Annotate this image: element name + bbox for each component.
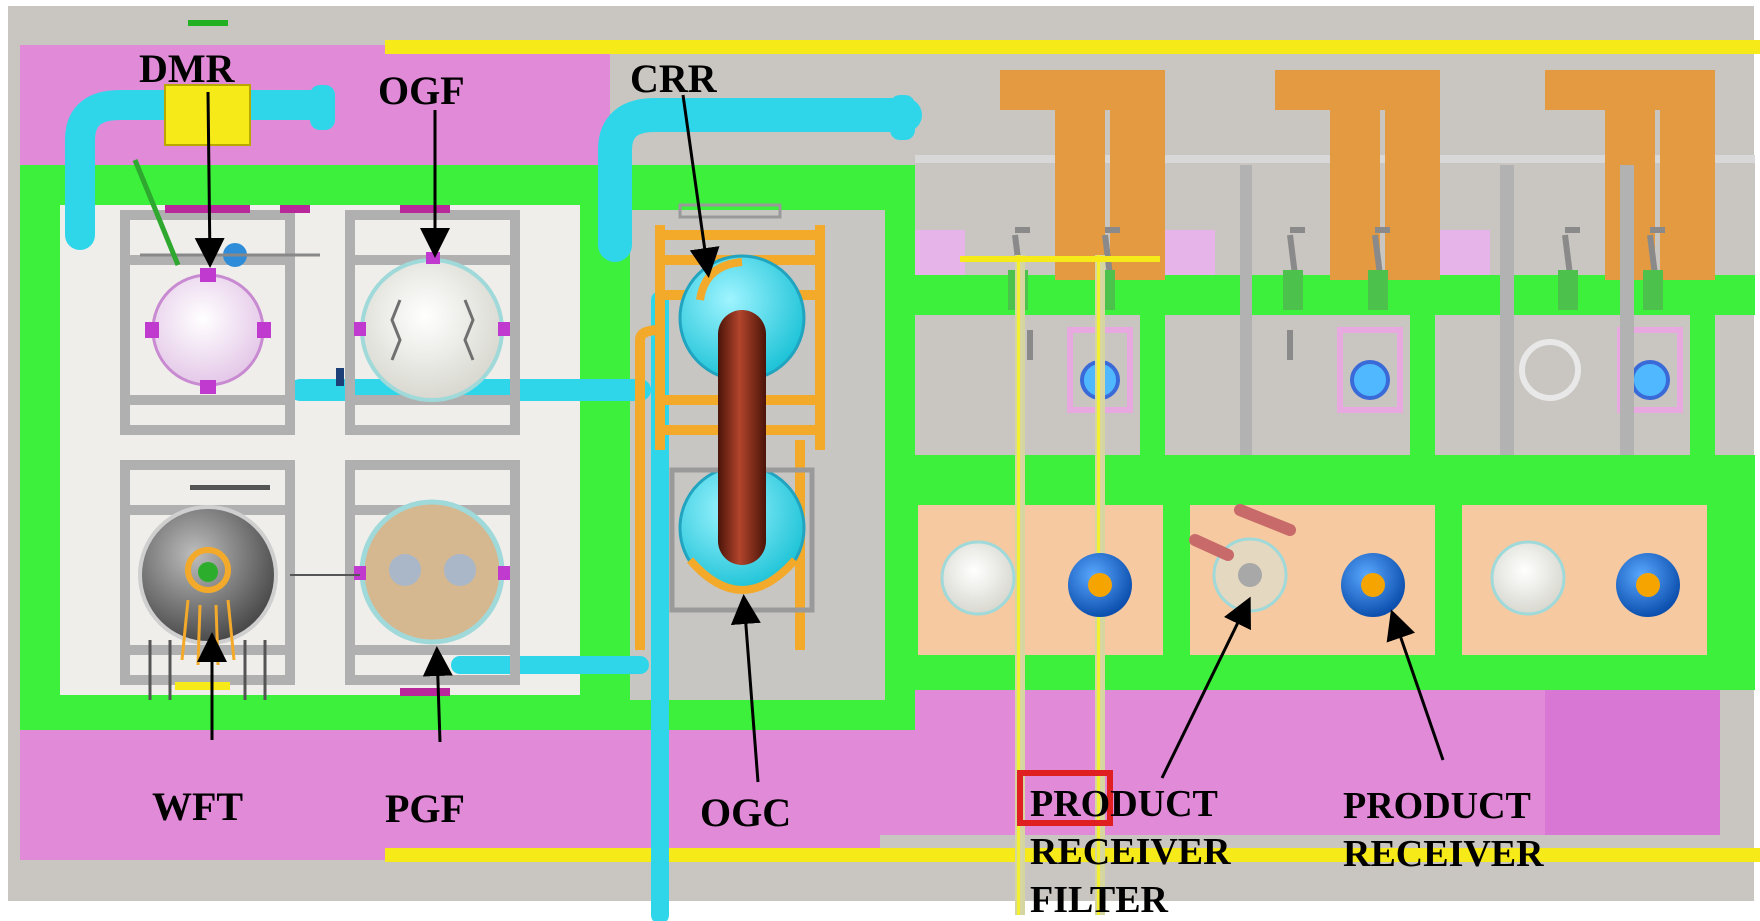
arrow-ogc [730, 594, 761, 783]
dmr-vessel [151, 273, 265, 387]
magenta-zones [20, 45, 1720, 860]
label-ogc: OGC [700, 790, 791, 835]
arrow-pgf [422, 646, 453, 743]
orange-hoppers [1000, 70, 1715, 280]
arrow-prf [1160, 596, 1251, 779]
crr-top-frame [678, 203, 782, 219]
label-prf-line2: RECEIVER [1030, 831, 1231, 873]
left-green-frame [20, 165, 610, 730]
ogf-internals [390, 299, 475, 361]
wft-core [198, 562, 218, 582]
support-posts [1240, 165, 1634, 455]
ogf-nozzle [336, 368, 344, 386]
label-pr-line1: PRODUCT [1343, 785, 1531, 827]
label-crr: CRR [630, 56, 718, 101]
pgf-lugs [354, 566, 510, 580]
label-prf-line3: FILTER [1030, 879, 1169, 921]
ogc-ring [686, 557, 798, 594]
magenta-tabs [165, 205, 450, 696]
wft-top-bar [190, 485, 270, 490]
label-wft: WFT [152, 784, 243, 829]
arrow-crr [681, 94, 720, 278]
hangers [1012, 227, 1665, 360]
arrow-pr [1386, 609, 1445, 761]
wft-rods [148, 640, 267, 700]
pipe-cap-2 [890, 95, 915, 140]
reactor-column [718, 310, 766, 565]
arrow-dmr [194, 91, 225, 268]
label-dmr: DMR [139, 46, 236, 91]
ogf-vessel [360, 258, 504, 402]
red-filter-frame [1017, 770, 1113, 826]
pgf-vessel [359, 499, 505, 645]
label-pgf: PGF [385, 786, 465, 831]
top-yellow-rail [385, 40, 1760, 54]
pipe-cap [310, 85, 335, 130]
bottom-yellow-rail [385, 848, 1760, 862]
callout-arrows [194, 91, 1445, 783]
dmr-feed-line [132, 159, 181, 266]
dmr-indicator [188, 20, 228, 26]
dmr-lugs [145, 268, 271, 394]
bay-vessels [940, 504, 1680, 617]
pgf-port-2 [444, 554, 476, 586]
label-prf-line1: PRODUCT [1030, 783, 1218, 825]
pgf-port-1 [389, 554, 421, 586]
wft-base [175, 682, 230, 690]
label-ogf: OGF [378, 68, 465, 113]
small-pink-blocks [915, 230, 1490, 275]
wft-ring [185, 547, 231, 593]
label-pr-line2: RECEIVER [1343, 833, 1544, 875]
